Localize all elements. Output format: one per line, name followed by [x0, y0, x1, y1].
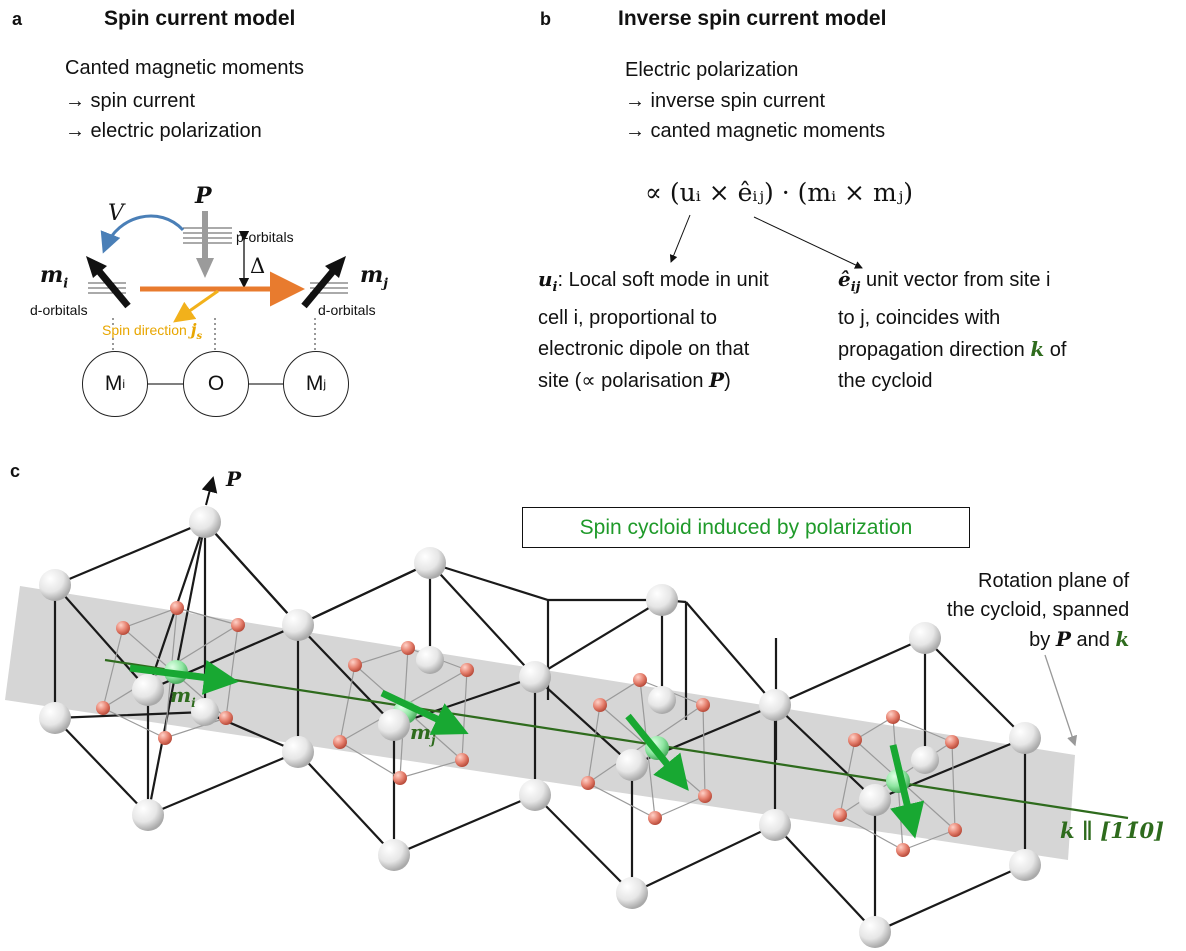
formula: ∝ (uᵢ × êᵢⱼ) · (mᵢ × mⱼ): [645, 178, 914, 207]
polarization-arrow-c: [201, 476, 218, 506]
spin-label-j: mj: [410, 720, 436, 747]
polarization-P-c: P: [226, 467, 242, 491]
panel-b-line-1: Electric polarization: [625, 59, 799, 81]
polarization-P-a: P: [195, 183, 212, 209]
e-symbol: ê: [838, 267, 851, 291]
moment-arrow-j: [301, 267, 337, 309]
delta-label: Δ: [250, 254, 266, 278]
panel-a-label: a: [12, 9, 23, 29]
p-orbitals-label: p-orbitals: [236, 229, 294, 245]
u-description: ui: Local soft mode in unit cell i, prop…: [538, 264, 769, 397]
u-sub: i: [552, 280, 558, 295]
rotation-plane: [5, 586, 1075, 860]
d-orbitals-left-label: d-orbitals: [30, 302, 88, 318]
panel-a-diagram: [86, 211, 348, 385]
e-line-1: unit vector from site i: [860, 269, 1051, 291]
u-P: P: [709, 368, 725, 392]
propagation-line: [104, 658, 1129, 820]
u-line-2: cell i, proportional to: [538, 307, 717, 329]
oxygen-atoms: [96, 601, 962, 857]
rotation-plane-pointer: [1044, 654, 1078, 747]
moment-label-i: mi: [40, 262, 69, 292]
e-line-3: propagation direction: [838, 339, 1031, 361]
rotation-line-2: the cycloid, spanned: [946, 599, 1130, 621]
moment-arrow-i: [95, 267, 131, 309]
spin-label-i: mi: [170, 683, 196, 710]
e-sub: ij: [850, 280, 861, 295]
hopping-V: V: [108, 201, 124, 226]
u-close: ): [724, 370, 731, 392]
rotation-line-3: by P and k: [1029, 627, 1130, 651]
panel-b-label: b: [540, 9, 551, 29]
spin-direction-label: Spin direction js: [102, 320, 203, 342]
atom-O: O: [183, 351, 249, 417]
u-line-4: site (∝ polarisation: [538, 370, 710, 392]
spin-arrows: [129, 660, 925, 839]
e-k: k: [1030, 337, 1045, 361]
rotation-plane-label: Rotation plane of the cycloid, spanned b…: [947, 567, 1130, 655]
a-site-atoms: [39, 506, 1041, 948]
hopping-arrow: [100, 214, 185, 254]
e-line-2: to j, coincides with: [838, 307, 1001, 329]
u-line-1: : Local soft mode in unit: [557, 269, 769, 291]
rotation-line-1: Rotation plane of: [978, 570, 1130, 592]
panel-b-line-2: → inverse spin current: [625, 90, 826, 112]
panel-b-title: Inverse spin current model: [618, 7, 887, 30]
panel-c-label: c: [10, 461, 21, 481]
panel-a-line-2: → spin current: [65, 90, 196, 112]
panel-b-line-3: → canted magnetic moments: [625, 120, 886, 142]
e-line-3b: of: [1044, 339, 1067, 361]
k-direction-label: k ∥ [11̄0]: [1060, 818, 1164, 843]
panel-a-line-3: → electric polarization: [65, 120, 262, 142]
e-line-4: the cycloid: [838, 370, 933, 392]
e-description: êij unit vector from site i to j, coinci…: [838, 264, 1066, 397]
panel-a-line-1: Canted magnetic moments: [65, 57, 305, 79]
panel-a-title: Spin current model: [104, 7, 296, 30]
u-symbol: u: [538, 267, 553, 291]
panel-b-arrows: [669, 214, 863, 269]
d-orbitals-right-label: d-orbitals: [318, 302, 376, 318]
cycloid-title-box: Spin cycloid induced by polarization: [522, 507, 970, 548]
moment-label-j: mj: [360, 262, 388, 292]
spin-direction-arrow: [173, 289, 219, 323]
crystal-structure: [5, 476, 1129, 948]
u-line-3: electronic dipole on that: [538, 338, 750, 360]
